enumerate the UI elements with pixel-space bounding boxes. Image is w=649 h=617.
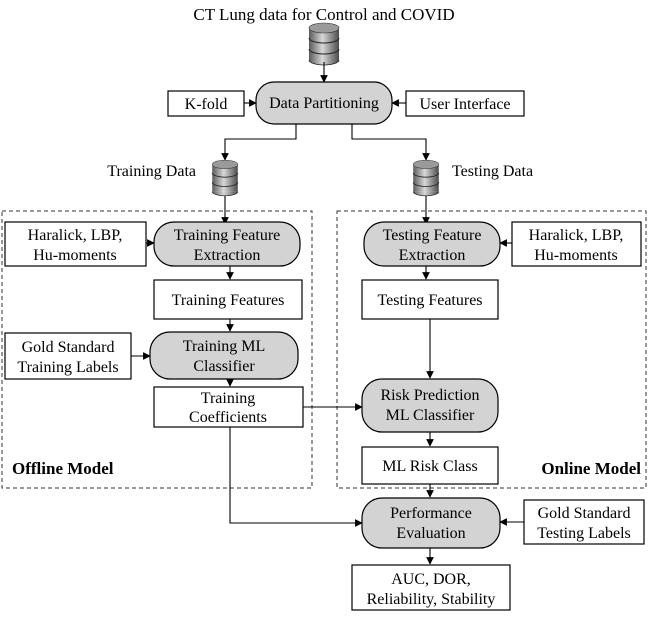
gold-test-labels-line1: Gold Standard (538, 505, 631, 522)
training-features-label: Training Features (172, 292, 285, 309)
train-feature-input-line1: Haralick, LBP, (28, 227, 123, 244)
train-feature-input-box (4, 221, 147, 267)
performance-evaluation-line1: Performance (390, 505, 472, 522)
user-interface-label: User Interface (419, 96, 510, 113)
training-feature-extraction-line1: Training Feature (174, 227, 281, 244)
offline-model-region (1, 210, 313, 489)
testing-feature-extraction-line2: Extraction (399, 247, 466, 264)
test-feature-input-line1: Haralick, LBP, (529, 227, 624, 244)
kfold-label: K-fold (185, 96, 228, 113)
gold-test-labels-box (523, 499, 645, 545)
risk-prediction-line1: Risk Prediction (380, 387, 479, 404)
offline-model-label: Offline Model (12, 459, 114, 478)
online-model-label: Online Model (541, 459, 641, 478)
testing-feature-extraction-line1: Testing Feature (383, 227, 482, 244)
online-model-region (336, 210, 647, 489)
testing-features-box (361, 279, 499, 320)
training-data-label: Training Data (107, 163, 196, 180)
training-feature-extraction-line2: Extraction (194, 247, 261, 264)
database-icon (211, 159, 239, 197)
train-feature-input-line2: Hu-moments (33, 247, 117, 264)
test-feature-input-box (511, 221, 642, 267)
diagram-title: CT Lung data for Control and COVID (193, 5, 454, 24)
gold-train-labels-box (4, 332, 132, 380)
training-ml-classifier-line1: Training ML (183, 338, 266, 355)
database-icon (308, 22, 340, 66)
performance-evaluation-node (361, 497, 501, 549)
training-coefficients-line1: Training (201, 390, 256, 407)
training-coefficients-box (153, 386, 304, 428)
testing-data-label: Testing Data (452, 163, 533, 180)
data-partitioning-node (255, 81, 393, 125)
training-feature-extraction-node (153, 221, 301, 267)
training-features-box (153, 279, 303, 320)
kfold-box (167, 90, 245, 117)
training-ml-classifier-line2: Classifier (193, 358, 255, 375)
user-interface-box (405, 90, 525, 117)
ml-risk-class-label: ML Risk Class (382, 458, 477, 475)
performance-evaluation-line2: Evaluation (396, 525, 465, 542)
gold-train-labels-line2: Training Labels (17, 359, 118, 376)
metrics-line2: Reliability, Stability (367, 591, 496, 608)
test-feature-input-line2: Hu-moments (534, 247, 618, 264)
database-icon (412, 159, 440, 197)
ml-risk-class-box (361, 446, 499, 485)
risk-prediction-node (361, 378, 499, 433)
training-ml-classifier-node (149, 331, 299, 380)
metrics-line1: AUC, DOR, (391, 571, 471, 588)
risk-prediction-line2: ML Classifier (386, 407, 475, 424)
gold-test-labels-line2: Testing Labels (537, 525, 631, 542)
gold-train-labels-line1: Gold Standard (22, 339, 115, 356)
metrics-box (351, 564, 511, 611)
training-coefficients-line2: Coefficients (189, 409, 267, 426)
testing-features-label: Testing Features (377, 292, 482, 309)
testing-feature-extraction-node (363, 221, 501, 267)
data-partitioning-label: Data Partitioning (269, 95, 379, 112)
